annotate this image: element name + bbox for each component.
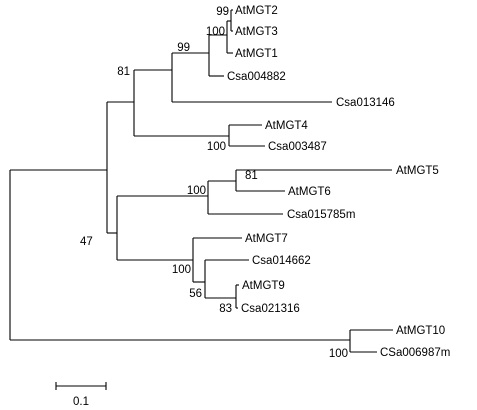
tip-label-csa015785m: Csa015785m [287,209,355,221]
tip-label-atmgt5: AtMGT5 [396,165,439,177]
scale-bar-label: 0.1 [73,396,89,408]
tip-label-atmgt10: AtMGT10 [396,325,445,337]
bootstrap-clade-a-mgt4: 81 [117,66,130,78]
bootstrap-mgt2-mgt3-mgt1: 100 [206,26,225,38]
tip-label-atmgt4: AtMGT4 [265,120,308,132]
bootstrap-mgt4-csa003487: 100 [207,141,226,153]
tip-label-csa021316: Csa021316 [241,303,300,315]
tip-label-csa003487: Csa003487 [268,141,327,153]
tip-label-csa013146: Csa013146 [336,97,395,109]
tip-label-csa006987m: CSa006987m [380,347,450,359]
tip-label-atmgt3: AtMGT3 [235,26,278,38]
bootstrap-root-inner: 47 [80,236,93,248]
tip-label-atmgt7: AtMGT7 [245,233,288,245]
bootstrap-mgt10-csa006987m: 100 [329,348,348,360]
bootstrap-mgt7-clade: 100 [172,264,191,276]
bootstrap-mgt2-mgt3: 99 [216,6,229,18]
bootstrap-clade-mgt5: 100 [187,185,206,197]
bootstrap-clade-a: 99 [177,42,190,54]
tip-label-atmgt1: AtMGT1 [235,48,278,60]
tip-label-csa014662: Csa014662 [252,255,311,267]
tip-label-atmgt2: AtMGT2 [235,5,278,17]
bootstrap-mgt5-mgt6: 81 [245,170,258,182]
tip-label-atmgt6: AtMGT6 [288,186,331,198]
bootstrap-mgt9-csa021316: 83 [219,303,232,315]
scale-bar: 0.1 [55,382,107,408]
tip-label-csa004882: Csa004882 [227,71,286,83]
bootstrap-csa014662-clade: 56 [189,288,202,300]
tip-label-atmgt9: AtMGT9 [242,280,285,292]
